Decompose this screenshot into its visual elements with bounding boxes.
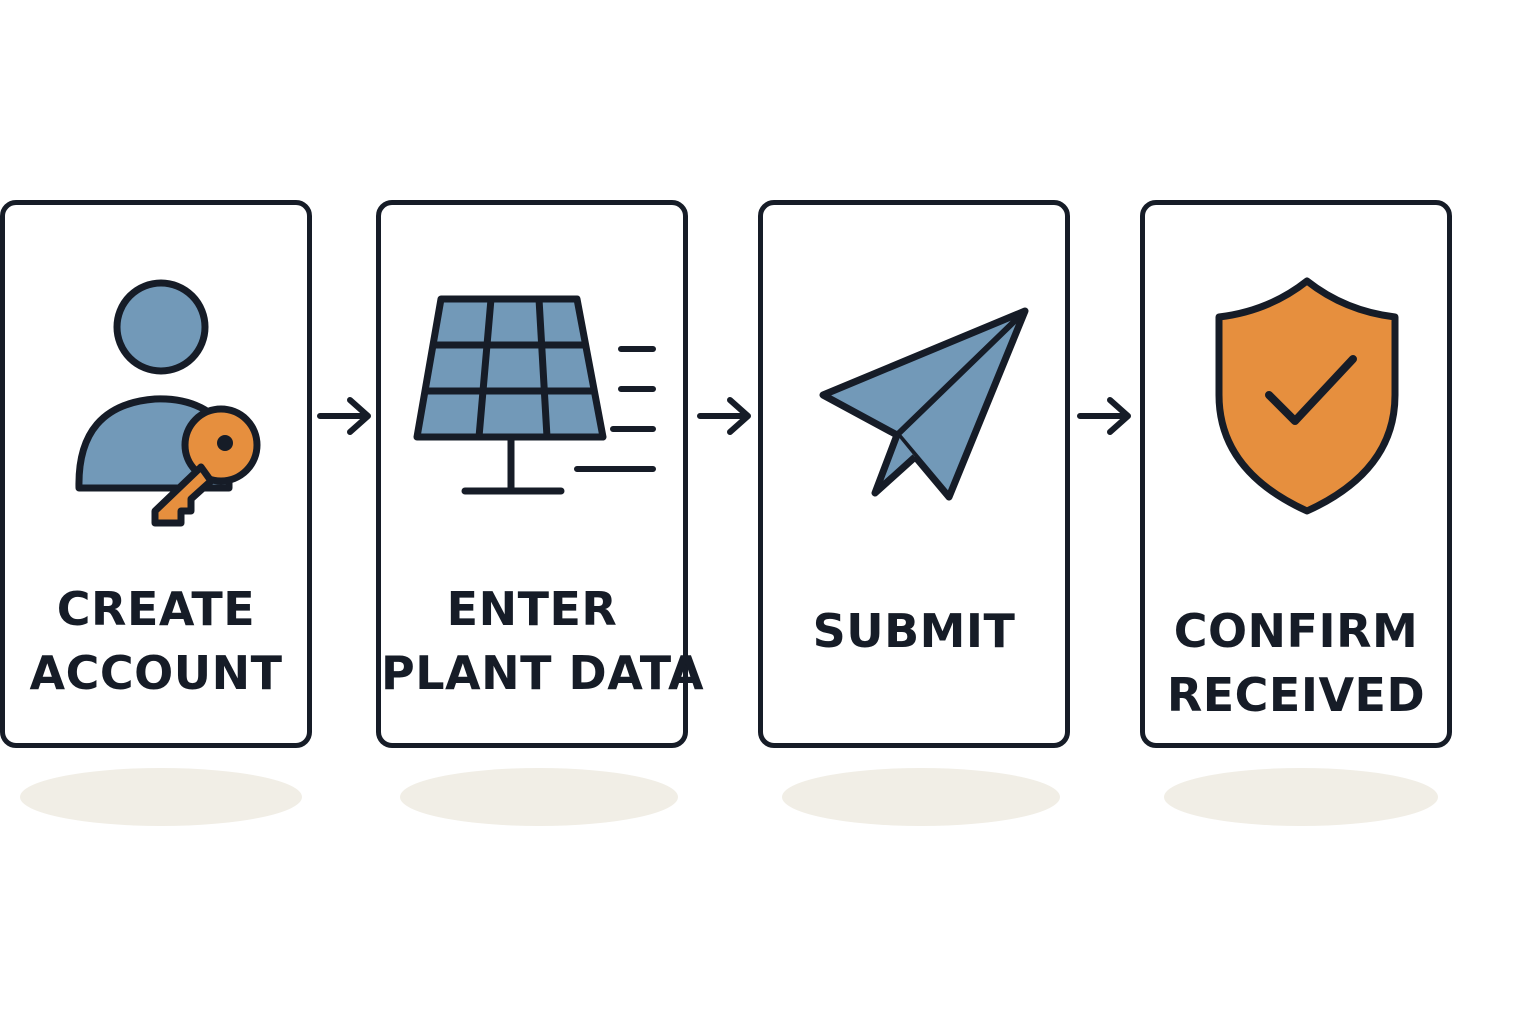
step-label: CREATE ACCOUNT bbox=[5, 577, 307, 705]
shield-check-icon bbox=[1215, 277, 1399, 515]
step-label-line: RECEIVED bbox=[1166, 668, 1426, 722]
step-card-submit: SUBMIT bbox=[758, 200, 1070, 748]
card-shadow bbox=[1164, 768, 1438, 826]
solar-panel-icon bbox=[413, 295, 656, 495]
card-shadow bbox=[782, 768, 1060, 826]
step-label: CONFIRM RECEIVED bbox=[1145, 599, 1447, 727]
arrow-right-icon bbox=[317, 397, 371, 435]
arrow-right-icon bbox=[1077, 397, 1131, 435]
arrow-right-icon bbox=[697, 397, 751, 435]
user-key-icon bbox=[75, 279, 261, 527]
step-card-confirm-received: CONFIRM RECEIVED bbox=[1140, 200, 1452, 748]
paper-plane-icon bbox=[819, 307, 1029, 501]
card-shadow bbox=[400, 768, 678, 826]
step-card-create-account: CREATE ACCOUNT bbox=[0, 200, 312, 748]
step-label: SUBMIT bbox=[763, 599, 1065, 663]
step-label-line: PLANT DATA bbox=[381, 646, 705, 700]
step-label-line: CREATE bbox=[56, 582, 256, 636]
step-label-line: ENTER bbox=[446, 582, 618, 636]
step-label-line: SUBMIT bbox=[812, 604, 1016, 658]
card-shadow bbox=[20, 768, 302, 826]
step-label: ENTER PLANT DATA bbox=[381, 577, 705, 705]
step-card-enter-plant-data: ENTER PLANT DATA bbox=[376, 200, 705, 748]
step-label-line: ACCOUNT bbox=[29, 646, 283, 700]
step-label-line: CONFIRM bbox=[1173, 604, 1419, 658]
